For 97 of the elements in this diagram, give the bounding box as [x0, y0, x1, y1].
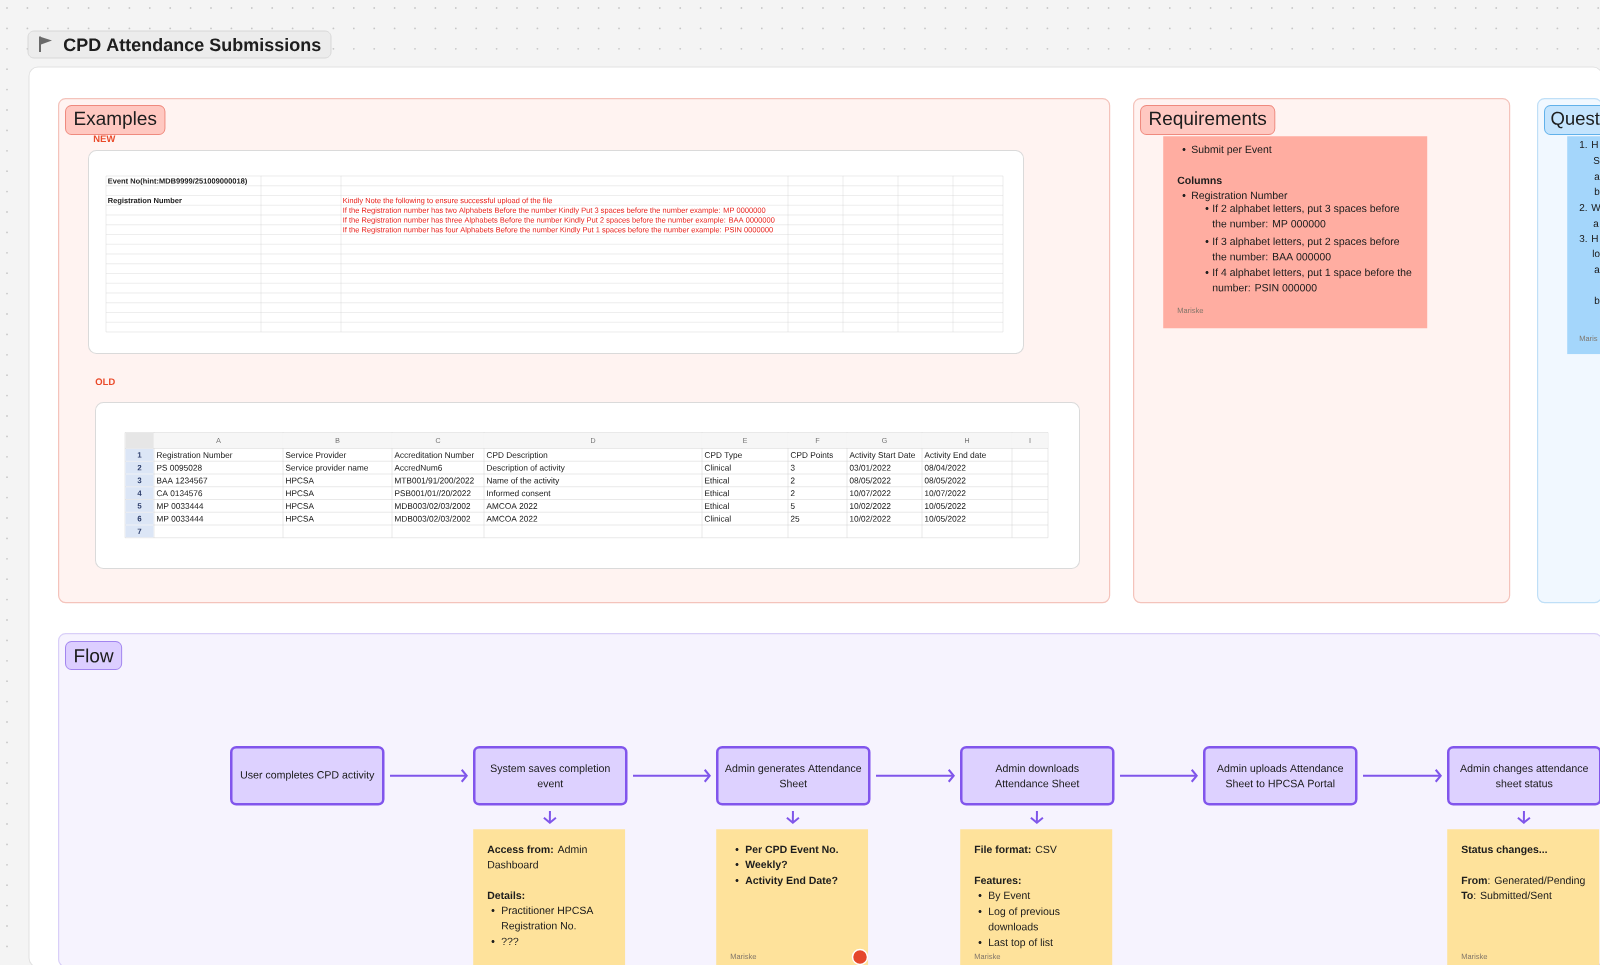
list-item: Registration Number: [1192, 191, 1288, 202]
sheet-text: HPCSA: [286, 490, 314, 497]
sheet-text: Accreditation Number: [394, 451, 475, 458]
sheet-text: PS 0095028: [157, 464, 202, 471]
sheet-text: MDB003/02/03/2002: [395, 515, 471, 522]
note-heading: Status changes...: [1461, 845, 1547, 856]
sheet-text: Ethical: [705, 502, 729, 509]
sheet-text: AMCOA 2022: [486, 515, 538, 522]
note-text: a: [1594, 267, 1600, 274]
sheet-text: Clinical: [704, 464, 731, 471]
process-box: Admin uploads Attendance Sheet to HPCSA Portal: [1203, 746, 1358, 806]
list-item: Submit per Event: [1191, 145, 1272, 156]
sheet-text: HPCSA: [286, 503, 314, 509]
sheet-text: CPD Description: [486, 451, 548, 460]
note-text: S: [1593, 157, 1600, 165]
arrow: [875, 768, 955, 783]
page-title: CPD Attendance Submissions: [27, 30, 332, 59]
note-text: b: [1594, 296, 1600, 305]
section-label: Flow: [65, 641, 123, 670]
sheet-text: AccredNum6: [394, 464, 442, 471]
sheet-text: Clinical: [704, 515, 731, 522]
note-text: b: [1594, 187, 1600, 196]
arrow: [1362, 768, 1442, 783]
note-text: a: [1593, 221, 1599, 228]
sheet-text: 10/07/2022: [850, 490, 891, 497]
list-item: By Event: [989, 891, 1031, 902]
process-box: System saves completion event: [473, 746, 628, 806]
process-box: Admin generates Attendance Sheet: [716, 746, 871, 806]
sheet-text: Description of activity: [487, 464, 565, 473]
sheet-text: 3: [790, 464, 795, 471]
sheet-text: Ethical: [705, 477, 729, 484]
sheet-text: 10/05/2022: [925, 502, 966, 509]
sheet-text: 10/07/2022: [925, 490, 966, 497]
sheet-text: CA 0134576: [156, 490, 203, 497]
note-text: lo: [1592, 249, 1600, 258]
list-item: ???: [501, 937, 519, 945]
note-text: Access from: Admin Dashboard: [487, 845, 587, 869]
section-label: Quest: [1544, 105, 1600, 135]
note-text: a: [1594, 174, 1600, 181]
sheet-text: 25: [790, 515, 800, 522]
note-text: File format: CSV: [974, 845, 1057, 854]
sheet-text: PSB001/01//20/2022: [395, 490, 471, 497]
sheet-text: CPD Points: [790, 451, 833, 458]
note-text: To: Submitted/Sent: [1461, 891, 1552, 900]
sheet-text: Activity End date: [924, 451, 986, 460]
sheet-text: MP 0033444: [157, 503, 204, 509]
sheet-text: Informed consent: [487, 490, 551, 497]
arrow: [389, 768, 468, 783]
sheet-text: 10/05/2022: [925, 515, 966, 522]
sheet-text: Service provider name: [285, 464, 369, 473]
list-item: If 3 alphabet letters, put 2 spaces before the number: BAA 000000: [1212, 237, 1400, 261]
sheet-text: Activity Start Date: [849, 451, 915, 460]
sheet-text: MDB003/02/03/2002: [395, 502, 471, 509]
note-heading: Details:: [487, 891, 525, 900]
process-box: User completes CPD activity: [230, 746, 385, 806]
sheet-text: Registration Number: [157, 451, 233, 460]
process-box: Admin downloads Attendance Sheet: [960, 746, 1115, 806]
list-item: Activity End Date?: [745, 876, 838, 887]
sheet-text: CPD Type: [704, 452, 742, 460]
sheet-text: MP 0033444: [157, 515, 204, 522]
sheet-text: 08/05/2022: [849, 477, 891, 484]
sheet-text: Service Provider: [285, 451, 347, 458]
sheet-text: 08/05/2022: [924, 477, 966, 484]
note-heading: Columns: [1177, 176, 1222, 185]
list-item: If 2 alphabet letters, put 3 spaces before the number: MP 000000: [1212, 204, 1400, 228]
sheet-text: HPCSA: [286, 515, 314, 522]
section-label: Examples: [65, 105, 166, 135]
section-label: Requirements: [1140, 105, 1276, 135]
sheet-text: 2: [790, 477, 795, 484]
list-item: Weekly?: [745, 860, 787, 871]
arrow: [1119, 768, 1198, 783]
note-text: 2. W: [1579, 204, 1600, 211]
sheet-text: 5: [790, 503, 795, 509]
process-box: Admin changes attendance sheet status: [1447, 746, 1600, 806]
sheet-text: 10/02/2022: [850, 515, 891, 522]
sheet-text: 2: [790, 490, 795, 497]
version-label: OLD: [95, 378, 115, 386]
sheet-text: HPCSA: [286, 477, 314, 484]
list-item: Last top of list: [989, 938, 1053, 949]
sheet-text: Ethical: [705, 490, 729, 497]
sheet-text: AMCOA 2022: [486, 503, 538, 509]
sheet-text: Name of the activity: [487, 477, 560, 486]
list-item: Log of previous downloads: [988, 907, 1060, 931]
arrow: [632, 768, 711, 783]
note-text: 1. H: [1580, 141, 1598, 148]
sheet-text: BAA 1234567: [157, 477, 208, 484]
sheet-text: MTB001/91/200/2022: [395, 477, 474, 484]
note-text: From: Generated/Pending: [1461, 876, 1585, 887]
list-item: Practitioner HPCSA Registration No.: [502, 906, 594, 932]
list-item: If 4 alphabet letters, put 1 space before the number: PSIN 000000: [1212, 268, 1412, 292]
note-text: 3. H: [1579, 235, 1598, 243]
version-label: NEW: [93, 135, 116, 142]
sheet-text: 03/01/2022: [849, 464, 891, 471]
note-heading: Features:: [974, 876, 1021, 885]
list-item: Per CPD Event No.: [745, 845, 838, 854]
sheet-text: 08/04/2022: [924, 464, 966, 471]
sheet-text: 10/02/2022: [850, 502, 891, 509]
